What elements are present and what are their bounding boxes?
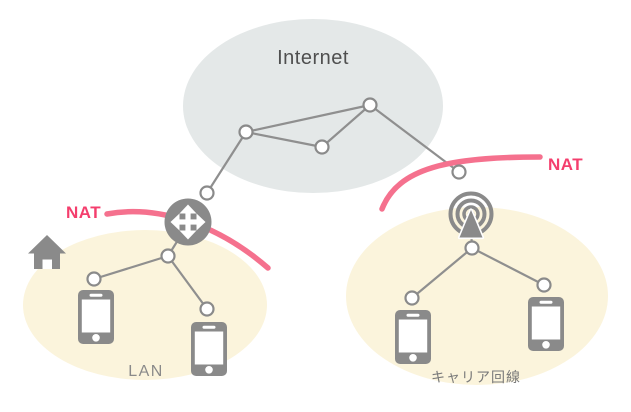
network-node	[199, 185, 215, 201]
router-icon	[164, 198, 212, 246]
nat-label-left: NAT	[66, 203, 101, 222]
network-node	[314, 139, 330, 155]
network-node	[464, 240, 480, 256]
network-node	[536, 277, 552, 293]
network-links	[93, 103, 545, 310]
smartphone-icon	[191, 322, 227, 376]
smartphone-icon	[78, 290, 114, 344]
link	[245, 103, 371, 134]
move-arrows-glyph	[170, 204, 206, 240]
link	[206, 131, 247, 194]
network-node	[404, 290, 420, 306]
link	[471, 247, 545, 286]
network-nodes	[86, 97, 552, 317]
network-node	[238, 124, 254, 140]
internet-cloud	[183, 19, 443, 193]
carrier-line-label: キャリア回線	[431, 369, 521, 385]
internet-label: Internet	[277, 47, 349, 69]
network-node	[86, 271, 102, 287]
link	[321, 104, 371, 148]
carrier-antenna-icon	[448, 191, 494, 240]
network-node	[160, 248, 176, 264]
network-node	[199, 301, 215, 317]
link	[93, 254, 169, 281]
link	[411, 247, 473, 299]
link	[369, 104, 460, 173]
link	[245, 130, 323, 149]
network-node	[451, 164, 467, 180]
lan-label: LAN	[128, 363, 164, 380]
smartphone-icon	[395, 310, 431, 364]
nat-boundary-right	[379, 154, 543, 212]
smartphone-icon	[528, 297, 564, 351]
link	[167, 255, 208, 310]
network-node	[362, 97, 378, 113]
nat-label-right: NAT	[548, 155, 583, 174]
house-icon	[28, 235, 66, 269]
